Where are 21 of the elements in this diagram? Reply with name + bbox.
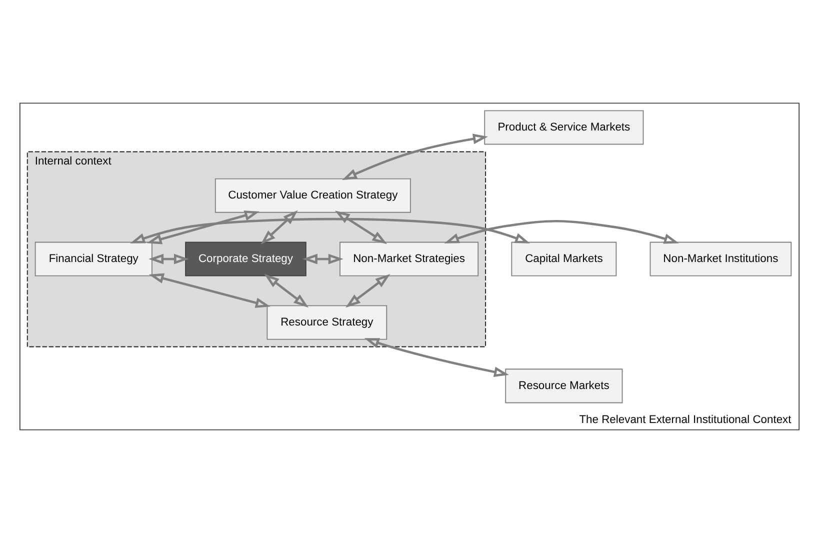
arrow <box>444 220 679 244</box>
arrow <box>146 210 260 244</box>
arrow <box>334 210 388 244</box>
arrow <box>130 218 530 244</box>
arrow <box>302 254 344 264</box>
node-box: Resource Markets <box>505 368 623 404</box>
arrow <box>364 338 510 378</box>
arrow <box>346 274 390 308</box>
node-box: Customer Value Creation Strategy <box>214 178 411 213</box>
node-box: Product & Service Markets <box>484 110 644 145</box>
arrow <box>260 210 298 244</box>
node-box: Corporate Strategy <box>185 242 306 276</box>
node-box: Capital Markets <box>511 242 617 276</box>
arrow <box>264 274 309 308</box>
node-box: Non-Market Institutions <box>650 242 792 276</box>
node-box: Resource Strategy <box>266 305 388 340</box>
arrow <box>342 134 488 180</box>
arrow <box>148 273 271 308</box>
node-box: Non-Market Strategies <box>340 242 479 276</box>
arrow <box>148 254 189 264</box>
node-box: Financial Strategy <box>34 242 152 276</box>
